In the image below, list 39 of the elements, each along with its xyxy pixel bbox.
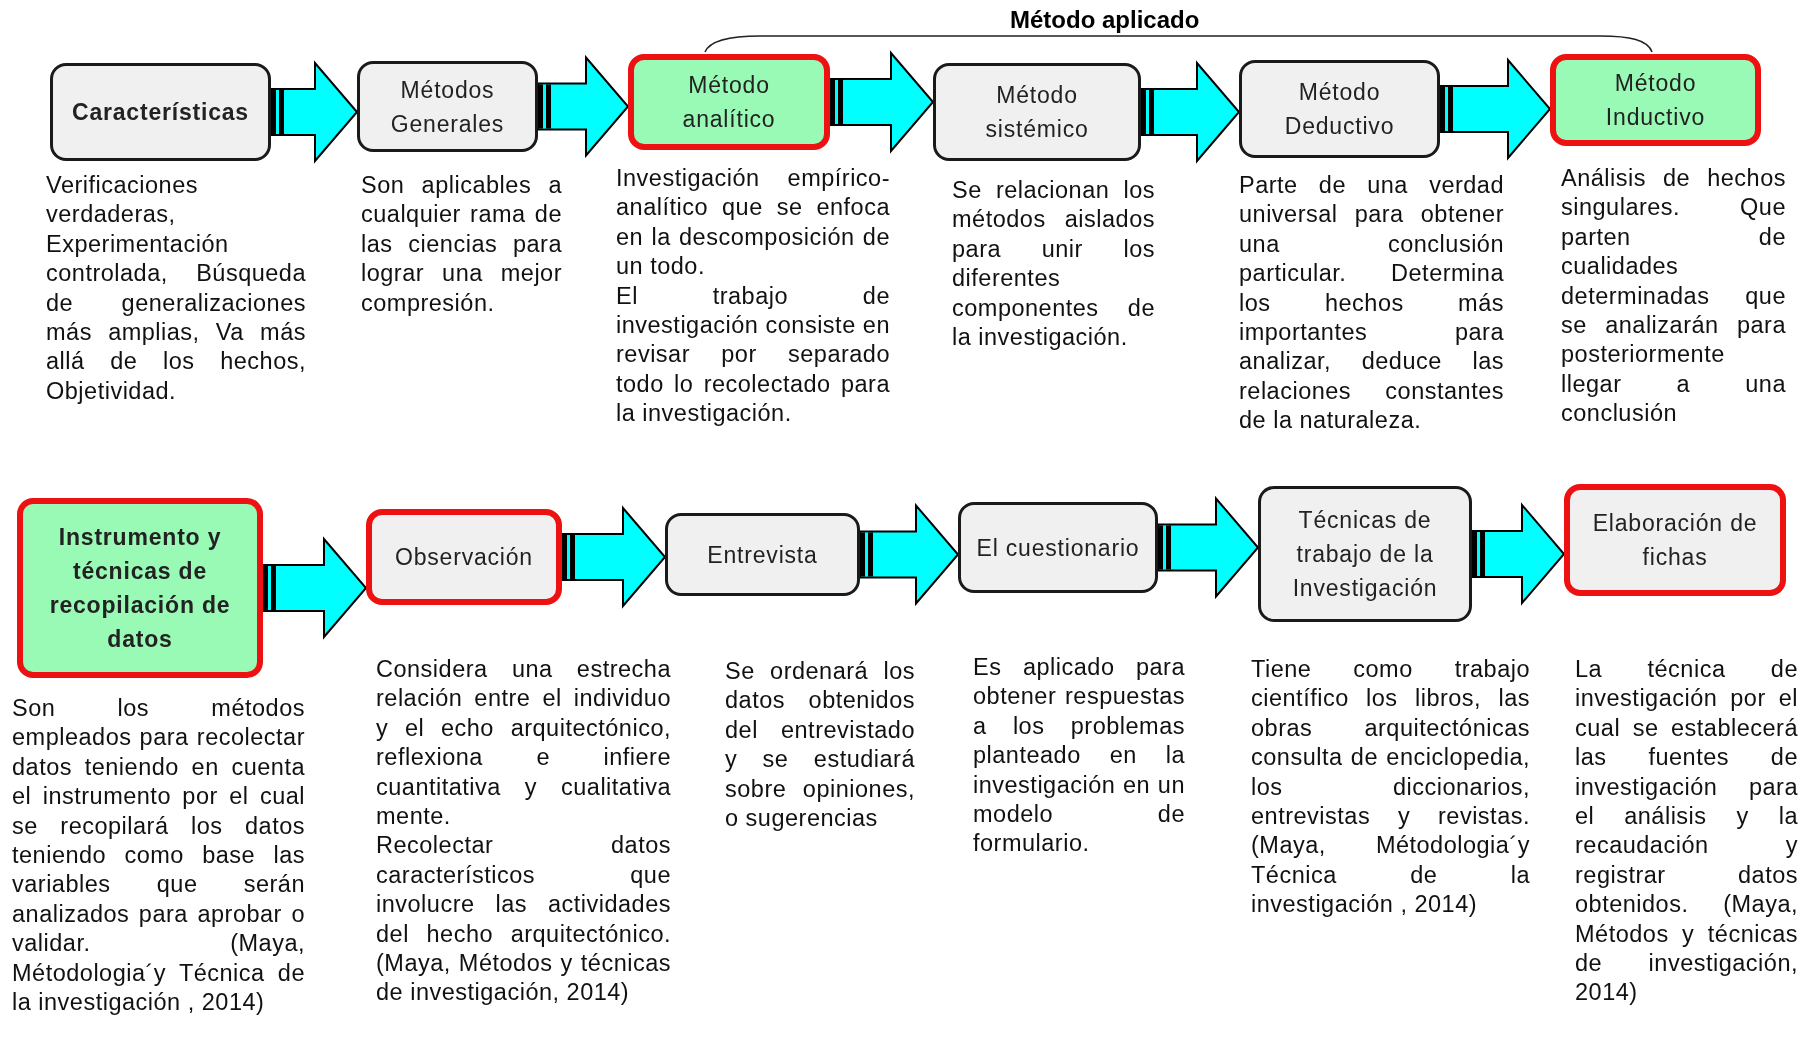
- description-text: Tiene como trabajo científico los libros, las obras arquitectónicas consulta de enciclopedia, los diccionarios, entrevistas y revistas. (Maya, Métodologia´y Técnica de la investigación , 2014): [1251, 655, 1530, 920]
- description-text: Recolectar datos característicos que involucre las actividades del hecho arquitectónico. (Maya, Métodos y técnicas de investigación, 2014): [376, 831, 671, 1008]
- process-box: [628, 54, 830, 150]
- box-label: Características: [72, 98, 249, 127]
- description-text: Verificaciones verdaderas, Experimentación controlada, Búsqueda de generalizaciones más amplias, Va más allá de los hechos, Objetividad.: [46, 171, 306, 406]
- box-label: Técnicas de trabajo de la Investigación: [1291, 506, 1439, 603]
- process-box: [1258, 486, 1472, 622]
- process-box: [665, 513, 860, 596]
- box-label: Observación: [395, 543, 533, 572]
- box-label: Método sistémico: [984, 81, 1090, 144]
- box-label: Método Inductivo: [1604, 69, 1707, 132]
- box-label: Método analítico: [681, 71, 777, 134]
- box-label: El cuestionario: [976, 533, 1140, 563]
- description-text: Son aplicables a cualquier rama de las ciencias para lograr una mejor compresión.: [361, 171, 562, 318]
- description-text: El trabajo de investigación consiste en revisar por separado todo lo recolectado para la investigación.: [616, 281, 890, 429]
- box-label: Entrevista: [707, 540, 818, 570]
- box-label: Elaboración de fichas: [1591, 509, 1759, 572]
- box-label: Instrumento y técnicas de recopilación de datos: [48, 523, 232, 654]
- process-box: [1239, 60, 1440, 158]
- process-box: [366, 509, 562, 605]
- bracket-label: Método aplicado: [1010, 6, 1200, 34]
- description-text: Son los métodos empleados para recolectar datos teniendo en cuenta el instrumento por el cual se recopilará los datos teniendo como base las variables que serán analizados para aprobar o validar. (Maya, Métodologia´y Técnica de la investigación , 2014): [12, 694, 305, 1018]
- description-text: Se relacionan los métodos aislados para unir los diferentes componentes de la investigación.: [952, 176, 1155, 353]
- description-text: Parte de una verdad universal para obtener una conclusión particular. Determina los hechos más importantes para analizar, deduce las relaciones constantes de la naturaleza.: [1239, 171, 1504, 436]
- process-box: [1564, 484, 1786, 596]
- process-box: [933, 63, 1141, 161]
- process-box: [958, 502, 1158, 593]
- heading-box: [17, 498, 263, 678]
- process-box: [1550, 54, 1761, 146]
- description-text: Investigación empírico-analítico que se enfoca en la descomposición de un todo.: [616, 164, 890, 282]
- box-label: Método Deductivo: [1283, 78, 1396, 141]
- description-text: Considera una estrecha relación entre el individuo y el echo arquitectónico, reflexiona e infiere cuantitativa y cualitativa mente.: [376, 655, 671, 832]
- box-label: Métodos Generales: [389, 75, 506, 139]
- description-text: La técnica de investigación por el cual se establecerá las fuentes de investigación para el análisis y la recaudación y registrar datos obtenidos. (Maya, Métodos y técnicas de investigación, 2014): [1575, 655, 1798, 1008]
- description-text: Se ordenará los datos obtenidos del entrevistado y se estudiará sobre opiniones, o sugerencias: [725, 657, 915, 834]
- description-text: Análisis de hechos singulares. Que parten de cualidades determinadas que se analizarán para posteriormente llegar a una conclusión: [1561, 164, 1786, 429]
- heading-box: [50, 63, 271, 161]
- description-text: Es aplicado para obtener respuestas a los problemas planteado en la investigación en un modelo de formulario.: [973, 653, 1185, 859]
- process-box: [357, 61, 538, 152]
